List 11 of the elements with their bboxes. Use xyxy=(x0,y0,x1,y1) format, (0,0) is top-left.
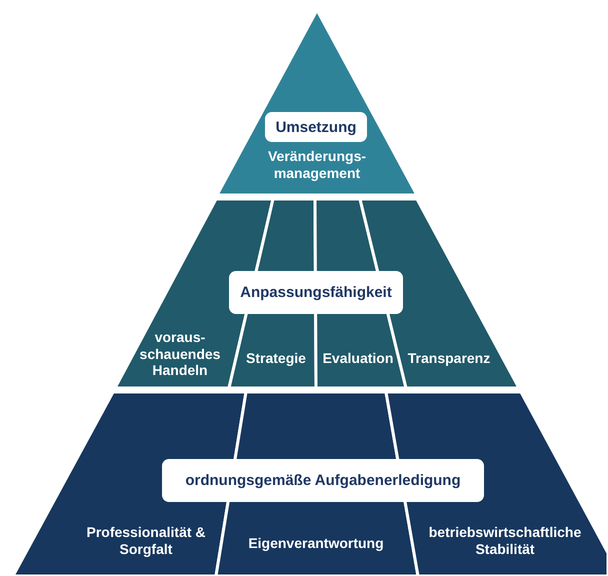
segment-label: Eigenverantwortung xyxy=(247,534,385,553)
segment-label: Strategie xyxy=(245,348,307,368)
segment-label: Transparenz xyxy=(406,348,492,368)
level-title: ordnungsgemäße Aufgabenerledigung xyxy=(162,459,484,502)
segment-label: betriebswirtschaftliche Stabilität xyxy=(428,523,582,559)
level-title: Umsetzung xyxy=(265,112,367,142)
segment-label: Veränderungs- management xyxy=(266,147,368,183)
segment-label: Professionalität & Sorgfalt xyxy=(85,523,207,559)
segment-label: voraus- schauendes Handeln xyxy=(138,328,222,380)
segment-label: Evaluation xyxy=(322,348,394,368)
level-title: Anpassungsfähigkeit xyxy=(229,271,403,314)
